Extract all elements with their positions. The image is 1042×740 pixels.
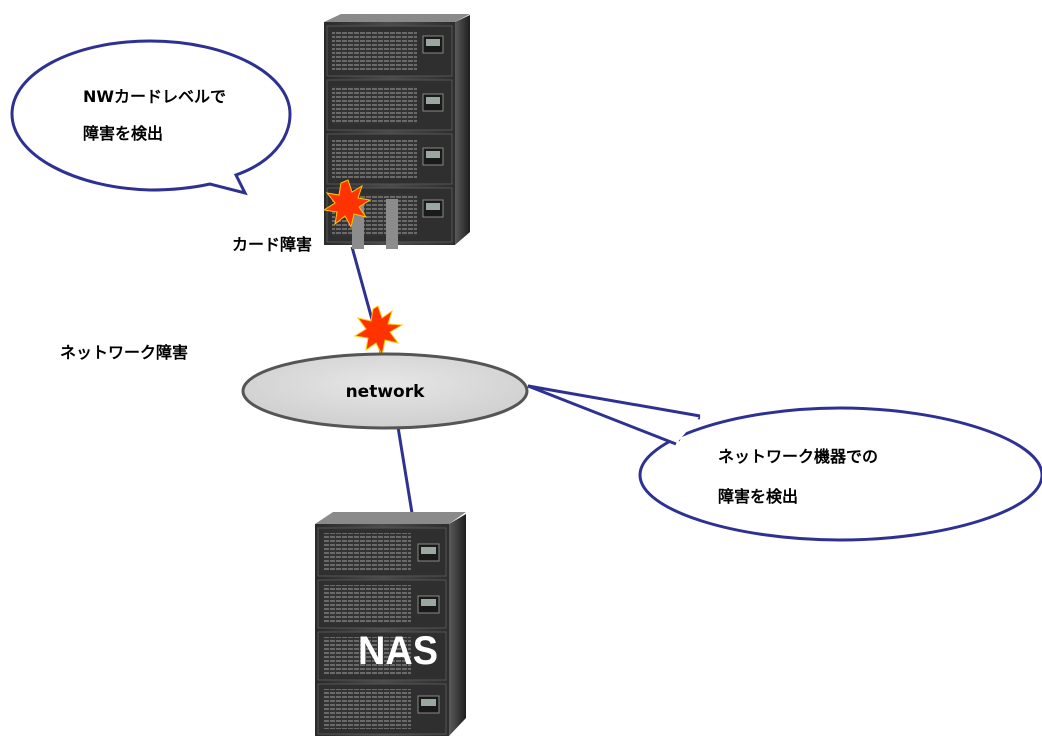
link-network-to-nas [396, 426, 414, 514]
label-network-failure: ネットワーク障害 [60, 343, 188, 362]
callout-nw-card-line2: 障害を検出 [83, 124, 163, 143]
callout-network-device-line2: 障害を検出 [718, 487, 798, 506]
burst-icon [353, 305, 404, 357]
callout-nw-card-line1: NWカードレベルで [83, 87, 226, 106]
label-card-failure: カード障害 [232, 235, 312, 254]
network-cloud [241, 352, 529, 430]
nas-rack-server-icon [315, 512, 466, 736]
burst-icon [322, 179, 372, 229]
callout-nw-card [10, 39, 292, 196]
nas-label: NAS [358, 629, 438, 673]
callout-network-device-line1: ネットワーク機器での [718, 447, 878, 466]
nw-card-port-right [386, 199, 398, 249]
network-label: network [346, 382, 426, 402]
